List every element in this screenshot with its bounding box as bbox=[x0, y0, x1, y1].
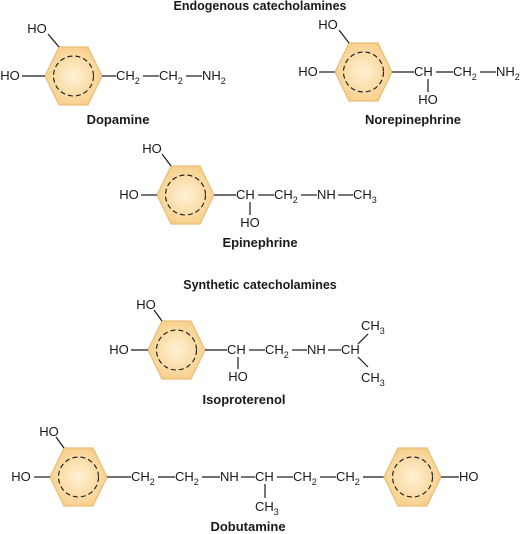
dobutamine-name: Dobutamine bbox=[210, 519, 285, 534]
ch2-label: CH2 bbox=[336, 469, 360, 487]
ch-label: CH bbox=[255, 469, 274, 484]
hydroxyl-label: HO bbox=[240, 215, 260, 230]
nh-label: NH bbox=[307, 342, 326, 357]
hydroxyl-label: HO bbox=[318, 17, 338, 32]
ch3-label: CH3 bbox=[361, 370, 385, 388]
aromatic-circle bbox=[155, 329, 198, 371]
ch2-label: CH2 bbox=[175, 469, 199, 487]
ch2-label: CH2 bbox=[159, 68, 183, 86]
ch-label: CH bbox=[414, 64, 433, 79]
aromatic-circle bbox=[342, 51, 385, 93]
ch3-label: CH3 bbox=[361, 318, 385, 336]
nh-label: NH bbox=[317, 187, 336, 202]
ch-label: CH bbox=[236, 187, 255, 202]
hydroxyl-label: HO bbox=[459, 469, 479, 484]
norepinephrine-name: Norepinephrine bbox=[365, 112, 461, 127]
ch2-label: CH2 bbox=[453, 64, 477, 82]
hydroxyl-label: HO bbox=[119, 187, 139, 202]
ch2-label: CH2 bbox=[265, 342, 289, 360]
ch-label: CH bbox=[227, 342, 246, 357]
isoproterenol-structure: HO HO CH HO CH2 NH CH CH3 CH3 Isoprotere… bbox=[109, 297, 385, 407]
ch2-label: CH2 bbox=[116, 68, 140, 86]
epinephrine-structure: HO HO CH HO CH2 NH CH3 Epinephrine bbox=[119, 141, 377, 250]
endogenous-heading: Endogenous catecholamines bbox=[174, 0, 347, 13]
isoproterenol-name: Isoproterenol bbox=[202, 392, 285, 407]
hydroxyl-label: HO bbox=[228, 369, 248, 384]
dopamine-structure: HO HO CH2 CH2 NH2 Dopamine bbox=[0, 21, 226, 127]
aromatic-circle bbox=[391, 456, 434, 498]
amine-label: NH2 bbox=[496, 64, 520, 82]
aromatic-circle bbox=[164, 174, 207, 216]
hydroxyl-label: HO bbox=[0, 68, 20, 83]
dobutamine-structure: HO HO CH2 CH2 NH CH CH3 CH2 CH2 HO Dobut… bbox=[11, 424, 478, 534]
aromatic-circle bbox=[57, 456, 100, 498]
ch2-label: CH2 bbox=[274, 187, 298, 205]
hydroxyl-label: HO bbox=[27, 21, 47, 36]
nh-label: NH bbox=[220, 469, 239, 484]
amine-label: NH2 bbox=[202, 68, 226, 86]
hydroxyl-label: HO bbox=[109, 342, 129, 357]
ch2-label: CH2 bbox=[293, 469, 317, 487]
ch3-label: CH3 bbox=[255, 499, 279, 517]
hydroxyl-label: HO bbox=[136, 297, 156, 312]
hydroxyl-label: HO bbox=[11, 469, 31, 484]
ch2-label: CH2 bbox=[131, 469, 155, 487]
hydroxyl-label: HO bbox=[39, 424, 59, 439]
ch3-label: CH3 bbox=[353, 187, 377, 205]
dopamine-name: Dopamine bbox=[87, 112, 150, 127]
benzene-ring bbox=[383, 447, 442, 507]
epinephrine-name: Epinephrine bbox=[222, 235, 297, 250]
norepinephrine-structure: HO HO CH HO CH2 NH2 Norepinephrine bbox=[298, 17, 520, 127]
ch-label: CH bbox=[341, 342, 360, 357]
hydroxyl-label: HO bbox=[298, 64, 318, 79]
hydroxyl-label: HO bbox=[418, 92, 438, 107]
hydroxyl-label: HO bbox=[142, 141, 162, 156]
synthetic-heading: Synthetic catecholamines bbox=[183, 278, 337, 292]
aromatic-circle bbox=[52, 55, 95, 97]
